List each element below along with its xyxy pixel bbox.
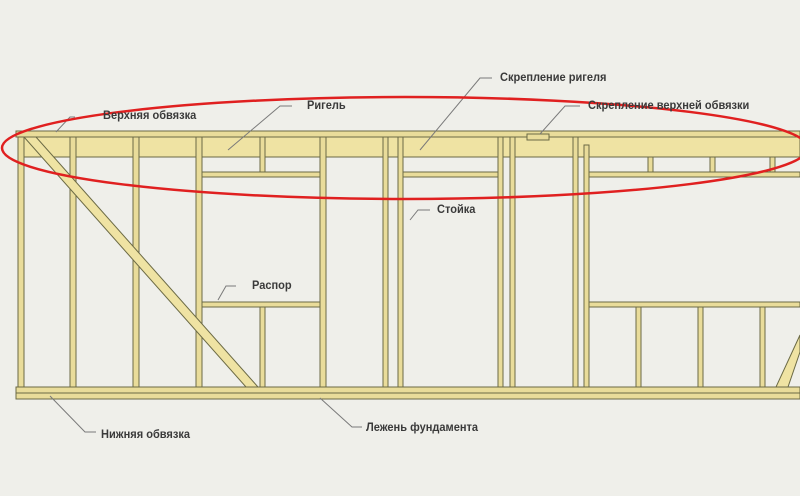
spacer bbox=[201, 301, 321, 308]
diagonal-brace-right bbox=[775, 334, 800, 388]
diagonal-brace bbox=[22, 136, 260, 388]
label-top-plate: Верхняя обвязка bbox=[103, 108, 197, 122]
label-spacer: Распор bbox=[252, 278, 292, 292]
window-header bbox=[201, 171, 321, 178]
label-top-plate-fastening: Скрепление верхней обвязки bbox=[588, 98, 750, 112]
sill-right bbox=[588, 301, 800, 308]
door-header bbox=[402, 171, 499, 178]
label-header: Ригель bbox=[307, 98, 346, 112]
label-header-fastening: Скрепление ригеля bbox=[500, 70, 607, 84]
highlight-ellipse bbox=[0, 95, 800, 201]
label-bottom-plate: Нижняя обвязка bbox=[101, 427, 191, 441]
label-stud: Стойка bbox=[437, 202, 476, 216]
window-header-right bbox=[588, 171, 800, 178]
top-plate-joint bbox=[526, 133, 550, 141]
label-foundation-sill: Лежень фундамента bbox=[366, 420, 479, 434]
foundation-sill bbox=[15, 392, 800, 400]
bottom-plate bbox=[15, 386, 800, 394]
top-plate bbox=[15, 130, 800, 138]
